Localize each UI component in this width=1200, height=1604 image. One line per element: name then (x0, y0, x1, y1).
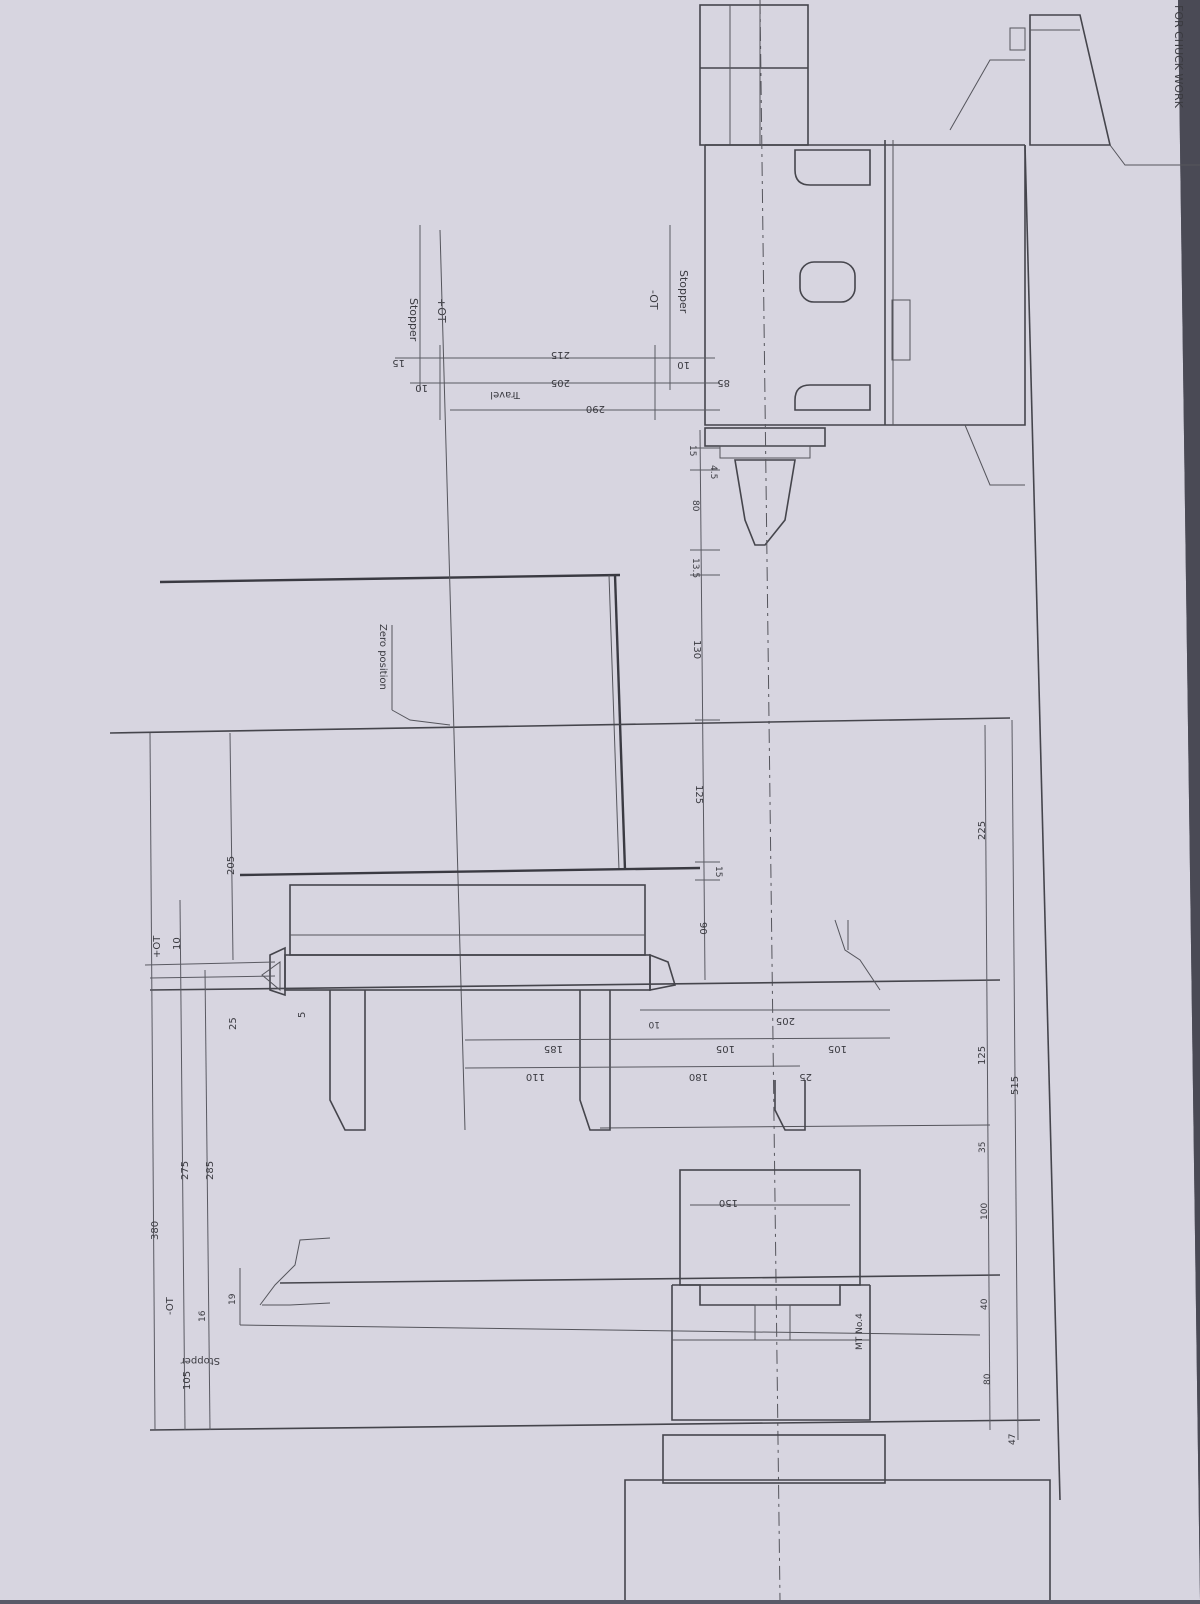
dim-10a: 10 (415, 382, 428, 393)
dim-85: 85 (717, 377, 730, 388)
tailstock: 150 MT No.4 (624, 1169, 1051, 1600)
dim-185: 185 (544, 1043, 563, 1054)
dim-205: 205 (551, 377, 570, 388)
taper-label: MT No.4 (855, 1313, 865, 1350)
dim-10d: 10 (172, 937, 183, 950)
dim-105c: 105 (182, 1371, 193, 1390)
dim-15b: 15 (687, 445, 697, 456)
dim-285: 285 (205, 1161, 216, 1180)
stopper-bottom-label: Stopper (180, 1355, 220, 1366)
dim-125a: 125 (693, 785, 704, 804)
dim-150: 150 (719, 1197, 738, 1208)
dim-205b: 205 (776, 1015, 795, 1026)
dim-47: 47 (1008, 1434, 1018, 1445)
tool-turret (261, 884, 881, 1131)
dim-515: 515 (1010, 1076, 1021, 1095)
reference-lines: Zero position (109, 229, 1041, 1431)
dim-13-5: 13.5 (690, 558, 700, 578)
dim-80a: 80 (690, 500, 700, 512)
dim-130: 130 (691, 640, 702, 659)
dim-10b: 10 (677, 359, 690, 370)
center-dimension-chain: 15 4.5 80 13.5 130 125 15 90 (687, 429, 723, 981)
plus-ot-top-label: +OT (435, 298, 448, 323)
dim-180: 180 (689, 1071, 708, 1082)
dim-15a: 15 (392, 357, 405, 368)
corner-note: FOR CHUCK WORK (1172, 5, 1185, 109)
minus-ot-left-label: -OT (165, 1296, 176, 1315)
stopper-top-right-label: Stopper (677, 270, 690, 314)
dim-35: 35 (978, 1142, 988, 1153)
dim-105b: 105 (828, 1043, 847, 1054)
travel-label: Travel (490, 389, 521, 400)
dim-290: 290 (586, 403, 605, 414)
dim-275: 275 (180, 1161, 191, 1180)
spindle-chuck (704, 0, 826, 1601)
dim-215: 215 (551, 349, 570, 360)
dim-19: 19 (228, 1293, 238, 1305)
left-dimensions: +OT 10 205 25 5 275 285 380 -OT 16 19 10… (144, 732, 331, 1431)
headstock (699, 4, 1200, 1501)
dim-15c: 15 (713, 866, 723, 877)
dim-40: 40 (980, 1298, 990, 1310)
right-dimensions: 225 125 515 35 100 40 80 47 (977, 719, 1021, 1445)
stopper-top-left-label: Stopper (407, 298, 420, 342)
dim-225: 225 (977, 821, 988, 840)
dim-205c: 205 (226, 856, 237, 875)
dim-25: 25 (228, 1017, 239, 1030)
plus-ot-left-label: +OT (152, 935, 163, 958)
dim-105a: 105 (716, 1043, 735, 1054)
dim-90: 90 (697, 922, 708, 935)
dim-80b: 80 (983, 1373, 993, 1385)
dim-125b: 125 (977, 1046, 988, 1065)
dim-16: 16 (198, 1310, 208, 1322)
minus-ot-top-label: -OT (647, 290, 660, 310)
turret-dimensions: 10 205 185 105 105 110 180 25 (464, 1009, 891, 1082)
travel-dimensions: Stopper +OT -OT Stopper 15 10 215 205 Tr… (392, 225, 730, 420)
dim-4-5: 4.5 (708, 465, 718, 479)
zero-position-label: Zero position (377, 624, 388, 690)
dim-5: 5 (297, 1012, 308, 1018)
dim-10c: 10 (648, 1019, 660, 1029)
dim-110: 110 (526, 1071, 545, 1082)
dim-25b: 25 (799, 1071, 812, 1082)
dim-380: 380 (150, 1221, 161, 1240)
dim-100: 100 (980, 1203, 990, 1220)
